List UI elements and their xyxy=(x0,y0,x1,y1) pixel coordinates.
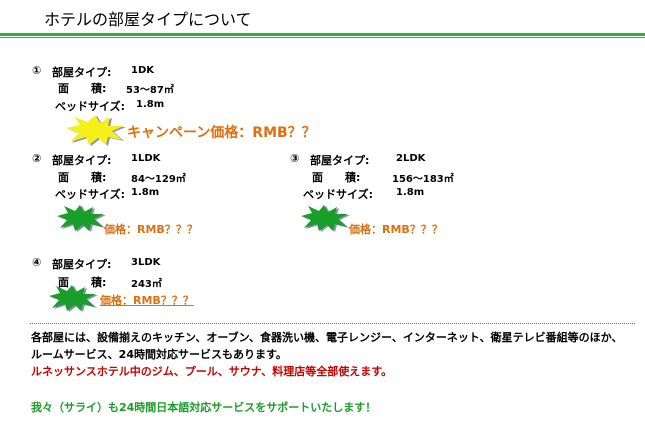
room-3-bed-label: ベッドサイズ: xyxy=(303,188,374,201)
room-3-number: ③ xyxy=(290,152,300,165)
page-title: ホテルの部屋タイプについて xyxy=(44,10,252,29)
room-3-type-label: 部屋タイプ: xyxy=(310,154,370,167)
footer-facilities-text: ルネッサンスホテル中のジム、プール、サウナ、料理店等全部使えます。 xyxy=(31,365,393,378)
room-4-type-value: 3LDK xyxy=(131,257,161,268)
starburst-green-icon xyxy=(301,205,350,232)
room-3-area-value: 156～183㎡ xyxy=(392,174,454,185)
room-1-campaign-price: キャンペーン価格：RMB？？ xyxy=(127,125,316,141)
footer-amenities-text: 各部屋には、設備揃えのキッチン、オーブン、食器洗い機、電子レンジー、インターネッ… xyxy=(31,331,623,344)
room-2-bed-label: ベッドサイズ: xyxy=(55,188,126,201)
room-2-bed-value: 1.8m xyxy=(131,187,160,198)
footer-services-text: ルームサービス、24時間対応サービスもあります。 xyxy=(31,348,287,361)
room-4-type-label: 部屋タイプ: xyxy=(52,258,112,271)
footer-support-text: 我々（サライ）も24時間日本語対応サービスをサポートいたします！ xyxy=(31,401,377,414)
room-2-area-label: 面 積: xyxy=(58,171,107,184)
room-1-number: ① xyxy=(32,64,42,77)
room-4-price: 価格：RMB？？？ xyxy=(100,294,194,307)
room-1-area-value: 53～87㎡ xyxy=(126,85,174,96)
room-1-bed-value: 1.8m xyxy=(136,99,165,110)
room-1-area-label: 面 積: xyxy=(58,82,107,95)
starburst-green-icon xyxy=(49,285,98,312)
title-divider xyxy=(0,33,645,36)
room-4-number: ④ xyxy=(32,256,42,269)
room-2-price: 価格：RMB？？？ xyxy=(104,223,198,236)
room-3-price: 価格：RMB？？？ xyxy=(349,223,443,236)
room-1-bed-label: ベッドサイズ: xyxy=(55,100,126,113)
room-2-area-value: 84～129㎡ xyxy=(131,174,186,185)
room-3-bed-value: 1.8m xyxy=(396,187,425,198)
room-4-area-label: 面 積: xyxy=(58,276,107,289)
room-2-type-label: 部屋タイプ: xyxy=(52,154,112,167)
starburst-yellow-icon xyxy=(66,115,126,146)
room-4-area-value: 243㎡ xyxy=(131,279,162,290)
room-1-type-label: 部屋タイプ: xyxy=(52,66,112,79)
room-1-type-value: 1DK xyxy=(131,65,155,76)
room-2-number: ② xyxy=(32,152,42,165)
starburst-green-icon xyxy=(57,205,106,232)
room-2-type-value: 1LDK xyxy=(131,153,161,164)
room-3-type-value: 2LDK xyxy=(396,153,426,164)
section-divider xyxy=(30,323,635,324)
room-3-area-label: 面 積: xyxy=(312,171,361,184)
title-divider-thin xyxy=(0,37,645,38)
